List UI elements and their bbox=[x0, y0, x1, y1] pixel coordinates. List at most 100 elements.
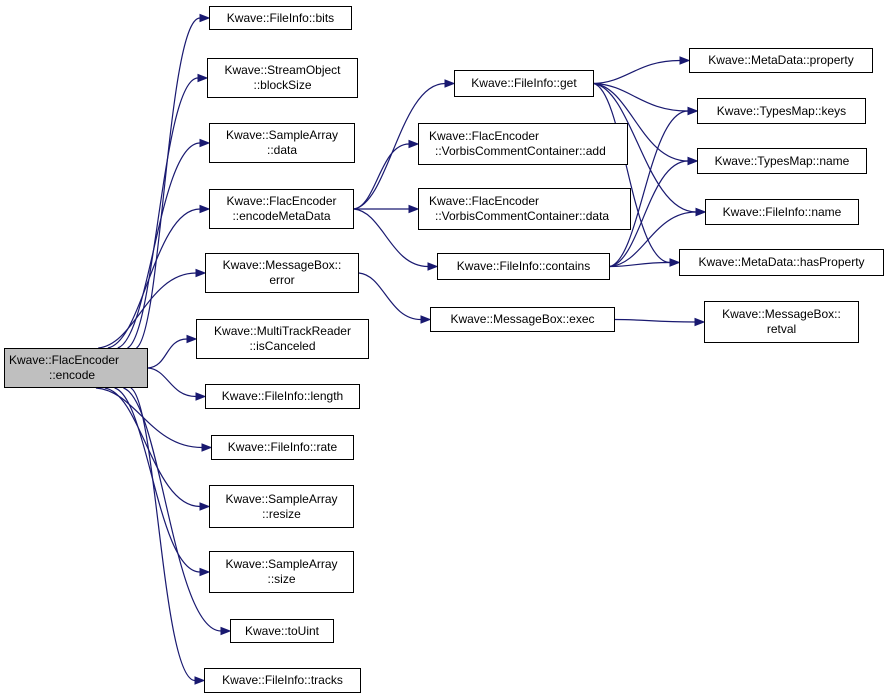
node-fileinfo-length[interactable]: Kwave::FileInfo::length bbox=[205, 384, 360, 409]
node-fileinfo-contains[interactable]: Kwave::FileInfo::contains bbox=[437, 253, 610, 280]
node-metadata-hasproperty[interactable]: Kwave::MetaData::hasProperty bbox=[679, 249, 884, 276]
node-typesmap-name[interactable]: Kwave::TypesMap::name bbox=[697, 148, 867, 174]
edge-encodemeta-to-fi_contains bbox=[353, 208, 429, 268]
edge-mb_exec-to-mb_retval bbox=[614, 318, 696, 323]
node-line: ::encode bbox=[49, 368, 96, 382]
arrowhead-fi_contains-to-tm_keys bbox=[687, 106, 699, 116]
node-line: retval bbox=[766, 322, 797, 336]
node-line: ::VorbisCommentContainer::add bbox=[435, 144, 606, 158]
edge-encode-to-mb_error bbox=[98, 272, 197, 349]
node-messagebox-error[interactable]: Kwave::MessageBox:: error bbox=[205, 253, 359, 293]
arrowhead-mb_exec-to-mb_retval bbox=[694, 317, 706, 327]
edge-encode-to-tracks bbox=[130, 387, 196, 682]
node-typesmap-keys[interactable]: Kwave::TypesMap::keys bbox=[697, 98, 866, 124]
arrowhead-encode-to-size bbox=[199, 567, 211, 577]
arrowhead-fi_contains-to-fi_name bbox=[695, 207, 707, 217]
node-line: Kwave::FlacEncoder bbox=[9, 353, 120, 367]
node-line: Kwave::FileInfo::bits bbox=[226, 10, 335, 25]
node-line: Kwave::FlacEncoder bbox=[429, 129, 540, 143]
node-streamobject-blocksize[interactable]: Kwave::StreamObject ::blockSize bbox=[207, 58, 358, 98]
edge-fi_contains-to-tm_keys bbox=[609, 110, 689, 268]
edge-fi_get-to-md_hasproperty bbox=[593, 82, 671, 264]
arrowhead-encode-to-length bbox=[195, 392, 207, 401]
node-flacencoder-encodemetadata[interactable]: Kwave::FlacEncoder ::encodeMetaData bbox=[209, 189, 354, 229]
node-vorbiscommentcontainer-add[interactable]: Kwave::FlacEncoder ::VorbisCommentContai… bbox=[418, 123, 628, 165]
node-line: Kwave::TypesMap::name bbox=[714, 153, 850, 168]
node-line: Kwave::MessageBox:: bbox=[222, 258, 342, 272]
node-line: Kwave::MessageBox::exec bbox=[450, 312, 595, 326]
node-line: Kwave::FlacEncoder bbox=[429, 194, 540, 208]
edge-encode-to-encodemeta bbox=[107, 208, 201, 349]
node-messagebox-retval[interactable]: Kwave::MessageBox:: retval bbox=[704, 301, 859, 343]
edge-encode-to-blocksize bbox=[127, 77, 199, 349]
node-line: ::isCanceled bbox=[249, 339, 316, 353]
node-line: Kwave::MetaData::hasProperty bbox=[698, 255, 865, 269]
edge-fi_contains-to-fi_name bbox=[609, 211, 697, 268]
edge-fi_get-to-tm_keys bbox=[593, 82, 689, 112]
edge-encodemeta-to-vc_add bbox=[353, 143, 410, 210]
node-fileinfo-name[interactable]: Kwave::FileInfo::name bbox=[705, 199, 859, 225]
edge-encode-to-rate bbox=[95, 387, 203, 449]
edge-fi_contains-to-md_hasproperty bbox=[609, 261, 671, 268]
arrowhead-encodemeta-to-fi_contains bbox=[427, 262, 439, 271]
node-line: Kwave::FileInfo::tracks bbox=[222, 673, 343, 687]
edge-encode-to-iscanceled bbox=[147, 338, 188, 369]
arrowhead-encode-to-touint bbox=[220, 626, 232, 636]
node-line: Kwave::TypesMap::keys bbox=[716, 103, 847, 118]
node-flacencoder-encode[interactable]: Kwave::FlacEncoder ::encode bbox=[4, 348, 148, 388]
edge-mb_error-to-mb_exec bbox=[358, 272, 422, 321]
arrowhead-encode-to-encodemeta bbox=[199, 204, 211, 214]
arrowhead-fi_get-to-md_property bbox=[679, 56, 691, 65]
node-line: Kwave::FileInfo::name bbox=[722, 204, 842, 219]
node-multitrackreader-iscanceled[interactable]: Kwave::MultiTrackReader ::isCanceled bbox=[196, 319, 369, 359]
node-line: Kwave::SampleArray bbox=[225, 491, 338, 506]
node-metadata-property[interactable]: Kwave::MetaData::property bbox=[689, 48, 873, 73]
node-line: ::resize bbox=[262, 506, 301, 521]
arrowhead-encode-to-blocksize bbox=[197, 73, 209, 83]
node-line: Kwave::FileInfo::rate bbox=[227, 440, 338, 454]
arrowhead-encode-to-rate bbox=[201, 443, 213, 452]
node-fileinfo-bits[interactable]: Kwave::FileInfo::bits bbox=[209, 6, 352, 30]
node-line: error bbox=[269, 273, 295, 287]
node-line: Kwave::MultiTrackReader bbox=[214, 324, 351, 338]
node-samplearray-data[interactable]: Kwave::SampleArray ::data bbox=[209, 123, 355, 163]
node-fileinfo-rate[interactable]: Kwave::FileInfo::rate bbox=[211, 435, 354, 460]
arrowhead-fi_contains-to-md_hasproperty bbox=[669, 258, 681, 267]
node-line: Kwave::SampleArray bbox=[225, 128, 339, 142]
node-line: Kwave::MessageBox:: bbox=[722, 307, 841, 321]
node-line: Kwave::FileInfo::length bbox=[221, 389, 344, 403]
edge-fi_get-to-md_property bbox=[593, 59, 681, 85]
arrowhead-encode-to-sa_data bbox=[199, 138, 211, 148]
edge-encode-to-bits bbox=[136, 17, 201, 349]
edge-fi_contains-to-tm_name bbox=[609, 160, 689, 268]
node-samplearray-resize[interactable]: Kwave::SampleArray ::resize bbox=[209, 485, 354, 528]
edge-fi_get-to-tm_name bbox=[593, 82, 689, 162]
node-line: Kwave::FileInfo::get bbox=[471, 76, 577, 90]
node-line: ::encodeMetaData bbox=[232, 209, 331, 223]
edge-encodemeta-to-fi_get bbox=[353, 82, 446, 210]
node-touint[interactable]: Kwave::toUint bbox=[230, 619, 334, 643]
arrowhead-mb_error-to-mb_exec bbox=[420, 315, 432, 324]
arrowhead-encode-to-bits bbox=[199, 13, 211, 23]
edge-encode-to-length bbox=[147, 367, 197, 398]
arrowhead-encode-to-tracks bbox=[194, 676, 206, 685]
node-samplearray-size[interactable]: Kwave::SampleArray ::size bbox=[209, 551, 354, 593]
node-fileinfo-tracks[interactable]: Kwave::FileInfo::tracks bbox=[204, 668, 361, 693]
node-line: Kwave::MetaData::property bbox=[708, 53, 854, 67]
arrowhead-fi_contains-to-tm_name bbox=[687, 156, 699, 166]
node-line: ::blockSize bbox=[253, 78, 312, 92]
arrowhead-encodemeta-to-vc_data bbox=[408, 204, 420, 214]
node-messagebox-exec[interactable]: Kwave::MessageBox::exec bbox=[430, 307, 615, 332]
node-line: Kwave::StreamObject bbox=[224, 63, 341, 77]
node-vorbiscommentcontainer-data[interactable]: Kwave::FlacEncoder ::VorbisCommentContai… bbox=[418, 188, 631, 230]
edge-encode-to-size bbox=[114, 387, 201, 573]
node-line: ::size bbox=[267, 572, 296, 586]
arrowhead-encode-to-resize bbox=[199, 502, 211, 511]
node-line: ::VorbisCommentContainer::data bbox=[435, 209, 610, 223]
node-line: ::data bbox=[266, 143, 298, 157]
arrowhead-encodemeta-to-vc_add bbox=[408, 139, 420, 149]
arrowhead-encode-to-iscanceled bbox=[186, 334, 198, 344]
node-fileinfo-get[interactable]: Kwave::FileInfo::get bbox=[454, 70, 594, 97]
